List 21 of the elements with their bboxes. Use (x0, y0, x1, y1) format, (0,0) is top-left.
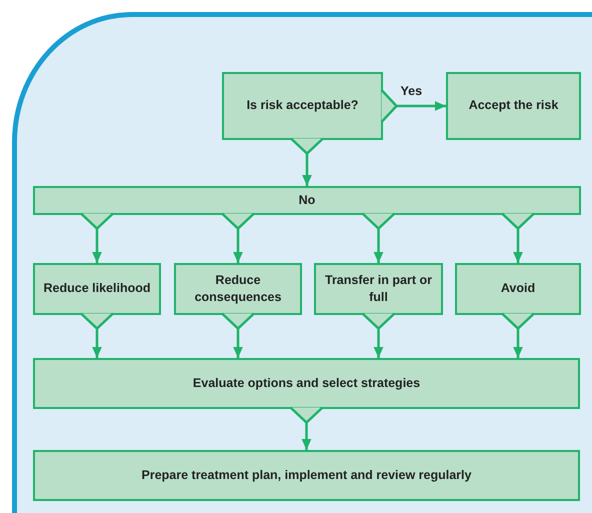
pointer-arrow (220, 312, 256, 360)
pointer-arrow (500, 312, 536, 360)
pointer-arrow (380, 88, 448, 124)
pointer-arrow (220, 212, 256, 264)
box-text: Reduce likelihood (44, 280, 150, 298)
pointer-arrow (80, 212, 114, 264)
box-text: No (298, 192, 316, 209)
box-text: Evaluate options and select strategies (192, 374, 420, 392)
pointer-arrow (361, 212, 396, 264)
pointer-arrow (361, 312, 396, 360)
box-text: Prepare treatment plan, implement and review regularly (142, 466, 472, 484)
box-text: Is risk acceptable? (246, 97, 358, 114)
box-text: Accept the risk (468, 97, 558, 114)
edge-label: Yes (400, 84, 422, 98)
pointer-arrow (80, 312, 114, 360)
box-text: Avoid (500, 280, 536, 298)
pointer-arrow (289, 406, 324, 452)
box-text: Transfer in part or full (324, 272, 433, 306)
pointer-arrow (500, 212, 536, 264)
pointer-arrow (290, 137, 324, 188)
box-text: Reduce consequences (194, 272, 282, 306)
